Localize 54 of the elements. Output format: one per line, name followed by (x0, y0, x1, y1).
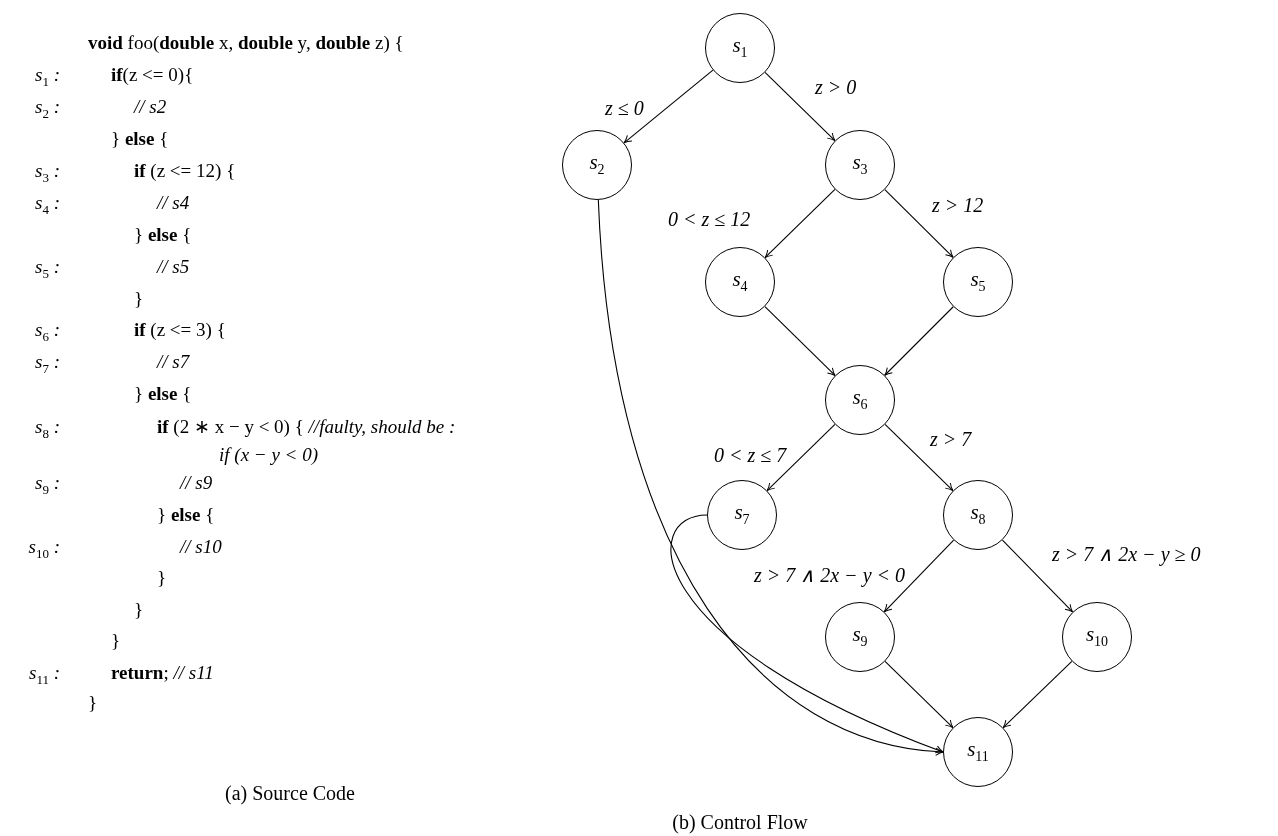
line-number: s$_{5}$ : (35, 255, 60, 283)
code-line: if (z <= 3) { (134, 318, 226, 342)
code-line: void foo(double x, double y, double z) { (88, 31, 404, 55)
state-label: s$_{3}$ (852, 152, 868, 178)
state-circle (825, 602, 895, 672)
state-label: s$_{8}$ (970, 502, 986, 528)
code-line: if (z <= 12) { (134, 159, 236, 183)
code-line: } else { (134, 223, 192, 247)
line-number: s$_{1}$ : (35, 63, 60, 91)
line-number: s$_{10}$ : (28, 535, 60, 563)
code-line: } else { (134, 382, 192, 406)
code-line: } (134, 287, 144, 311)
code-comment: // s5 (157, 255, 190, 279)
code-line: if (2 ∗ x − y < 0) { //faulty, should be : if (x − y < 0) (157, 415, 457, 467)
code-line: } (134, 598, 144, 622)
state-circle (705, 13, 775, 83)
state-label: s$_{6}$ (852, 387, 868, 413)
state-label: s$_{2}$ (589, 152, 605, 178)
state-label: s$_{7}$ (734, 502, 750, 528)
code-line: } (88, 691, 98, 715)
state-circle (943, 717, 1013, 787)
code-comment: // s2 (134, 95, 167, 119)
state-circle (825, 365, 895, 435)
code-comment: // s4 (157, 191, 190, 215)
line-number: s$_{3}$ : (35, 159, 60, 187)
state-circle (943, 480, 1013, 550)
state-circle (943, 247, 1013, 317)
line-number: s$_{11}$ : (29, 661, 60, 689)
code-comment: // s9 (180, 471, 213, 495)
state-label: s$_{4}$ (732, 269, 748, 295)
line-number: s$_{2}$ : (35, 95, 60, 123)
state-circle (1062, 602, 1132, 672)
state-circle (825, 130, 895, 200)
line-number: s$_{8}$ : (35, 415, 60, 443)
line-number: s$_{9}$ : (35, 471, 60, 499)
code-line: } (157, 566, 167, 590)
code-comment: // s7 (157, 350, 190, 374)
code-line: return; // s11 (111, 661, 214, 685)
line-number: s$_{6}$ : (35, 318, 60, 346)
code-line: if(z <= 0){ (111, 63, 194, 87)
state-label: s$_{1}$ (732, 35, 748, 61)
caption: (b) Control Flow (672, 810, 808, 834)
state-label: s$_{11}$ (967, 739, 989, 765)
code-comment: // s10 (180, 535, 222, 559)
line-number: s$_{4}$ : (35, 191, 60, 219)
code-line: } else { (157, 503, 215, 527)
caption: (a) Source Code (225, 781, 355, 805)
state-label: s$_{10}$ (1085, 624, 1109, 650)
code-line: } (111, 629, 121, 653)
state-label: s$_{5}$ (970, 269, 986, 295)
state-label: s$_{9}$ (852, 624, 868, 650)
code-line: } else { (111, 127, 169, 151)
state-circle (705, 247, 775, 317)
line-number: s$_{7}$ : (35, 350, 60, 378)
